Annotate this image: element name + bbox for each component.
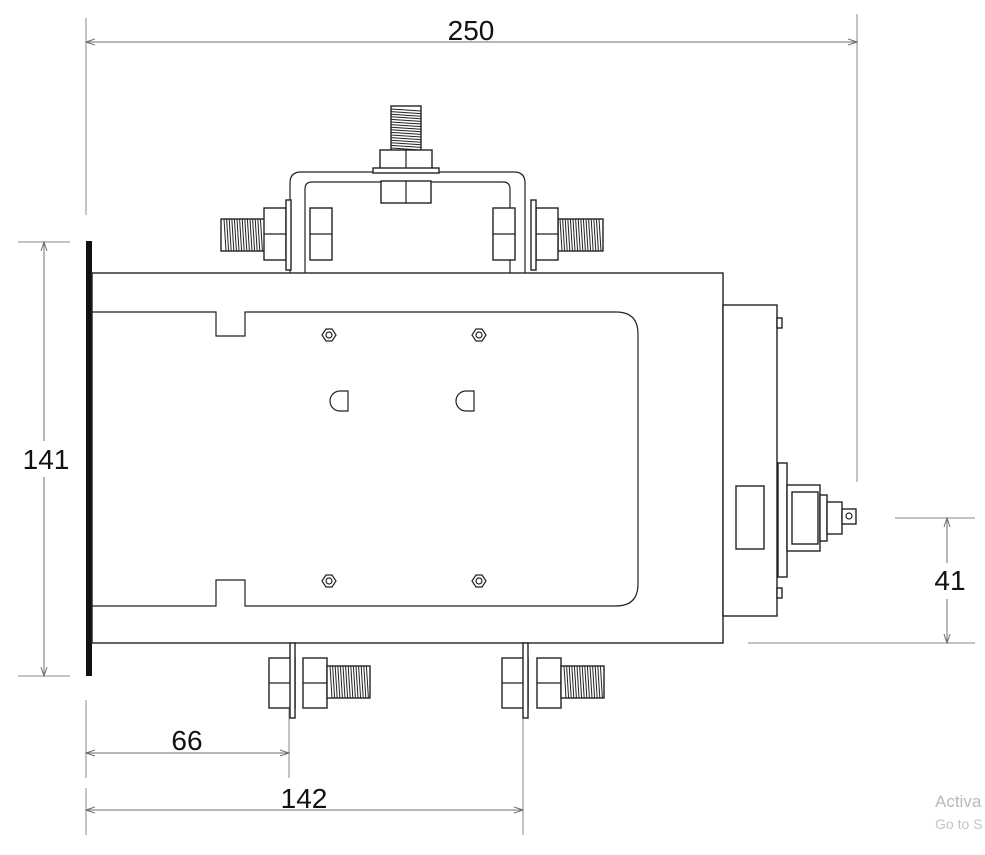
- main-body: [91, 272, 724, 644]
- top-stud-bolt: [372, 105, 440, 204]
- connector-housing: [722, 304, 857, 617]
- watermark-line-1: Activa: [935, 792, 982, 811]
- top-left-bolt: [220, 199, 333, 271]
- top-right-bolt: [492, 199, 604, 271]
- panel-nuts: [321, 328, 487, 588]
- dimension-label-second-bolt: 142: [281, 783, 328, 814]
- dimension-overall-width: 250: [86, 14, 857, 482]
- dimension-height: 141: [18, 242, 72, 676]
- dimension-second-bolt: 142: [86, 715, 523, 835]
- mounting-plate: [86, 241, 92, 676]
- panel-holes: [329, 390, 475, 412]
- dimension-label-overall-width: 250: [448, 15, 495, 46]
- dimension-label-connector-offset: 41: [934, 565, 965, 596]
- watermark-line-2: Go to S: [935, 816, 982, 832]
- bottom-right-bolt: [501, 642, 605, 719]
- bottom-left-bolt: [268, 642, 371, 719]
- dimension-label-first-bolt: 66: [171, 725, 202, 756]
- dimension-connector-offset: 41: [748, 518, 975, 643]
- inner-panel: [92, 311, 639, 607]
- dimension-first-bolt: 66: [86, 700, 289, 778]
- dimension-label-height: 141: [23, 444, 70, 475]
